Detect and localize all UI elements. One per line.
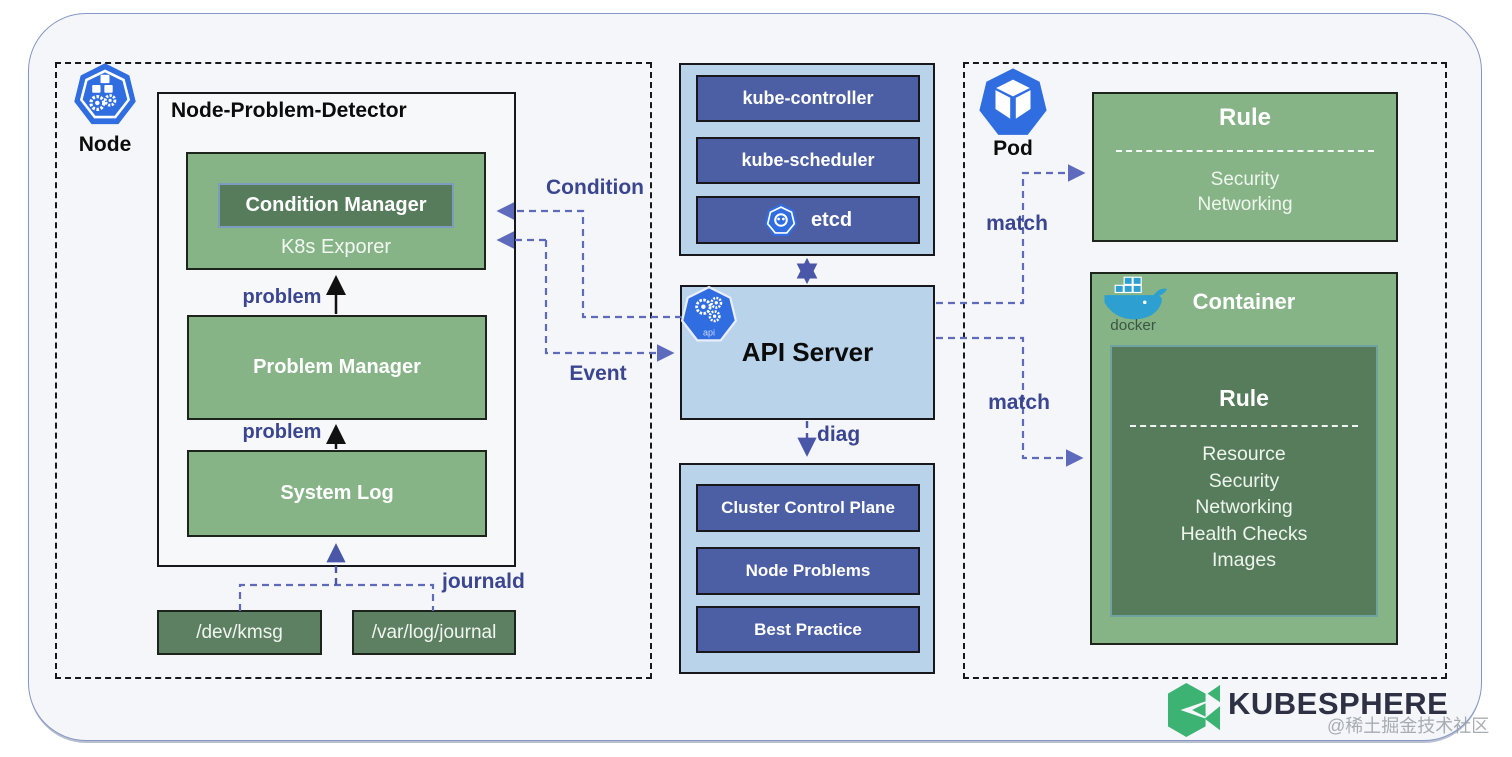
- problem-label-bottom: problem: [242, 421, 322, 443]
- container-rule-item: Networking: [1195, 496, 1293, 519]
- api-icon: api: [681, 286, 737, 342]
- event-label: Event: [569, 362, 627, 385]
- condition-manager-box: Condition Manager: [218, 183, 454, 228]
- pod-rule-box: [1092, 92, 1398, 242]
- var-log-journal-box: /var/log/journal: [352, 610, 516, 655]
- pod-rule-items: Security Networking: [1092, 167, 1398, 217]
- container-title: Container: [1192, 289, 1296, 314]
- watermark: @稀土掘金技术社区: [1327, 716, 1490, 736]
- api-badge-label: api: [703, 327, 715, 337]
- pod-label: Pod: [993, 137, 1033, 160]
- dev-kmsg-box: /dev/kmsg: [157, 610, 322, 655]
- best-practice-box: Best Practice: [696, 606, 920, 653]
- k8s-exporter-label: K8s Exporer: [280, 236, 392, 258]
- cluster-control-plane-box: Cluster Control Plane: [696, 484, 920, 532]
- pod-rule-separator: [1116, 150, 1374, 152]
- kubesphere-brand: KUBESPHERE: [1228, 686, 1449, 721]
- kube-scheduler-box: kube-scheduler: [696, 137, 920, 184]
- container-rule-item: Health Checks: [1180, 522, 1308, 545]
- node-icon: [74, 63, 136, 125]
- pod-rule-item: Security: [1210, 169, 1280, 190]
- problem-label-top: problem: [242, 286, 322, 308]
- etcd-icon: [764, 203, 798, 236]
- container-rule-item: Images: [1212, 549, 1276, 572]
- kubesphere-icon: [1167, 683, 1221, 737]
- match-container-label: match: [988, 391, 1050, 414]
- kube-controller-box: kube-controller: [696, 75, 920, 122]
- pod-icon: [979, 68, 1047, 135]
- container-rule-item: Resource: [1202, 443, 1286, 465]
- container-rule-separator: [1130, 425, 1358, 427]
- etcd-label: etcd: [810, 208, 853, 231]
- node-problems-box: Node Problems: [696, 547, 920, 595]
- container-rule-box: [1110, 345, 1378, 617]
- node-panel: [55, 62, 652, 679]
- etcd-box: etcd: [696, 196, 920, 244]
- docker-label: docker: [1110, 317, 1156, 334]
- container-rule-item: Security: [1208, 469, 1280, 492]
- problem-manager-box: Problem Manager: [187, 315, 487, 420]
- journald-label: journald: [442, 570, 525, 593]
- npd-title: Node-Problem-Detector: [171, 99, 407, 122]
- pod-rule-title: Rule: [1218, 104, 1271, 131]
- node-label: Node: [78, 133, 132, 156]
- pod-rule-item: Networking: [1197, 194, 1293, 215]
- container-rule-title: Rule: [1219, 385, 1269, 411]
- docker-icon: docker: [1104, 276, 1168, 334]
- container-rule-items: Resource Security Networking Health Chec…: [1110, 441, 1378, 574]
- system-log-box: System Log: [187, 450, 487, 537]
- condition-label: Condition: [546, 176, 644, 199]
- diag-label: diag: [817, 423, 861, 446]
- match-pod-label: match: [986, 212, 1048, 235]
